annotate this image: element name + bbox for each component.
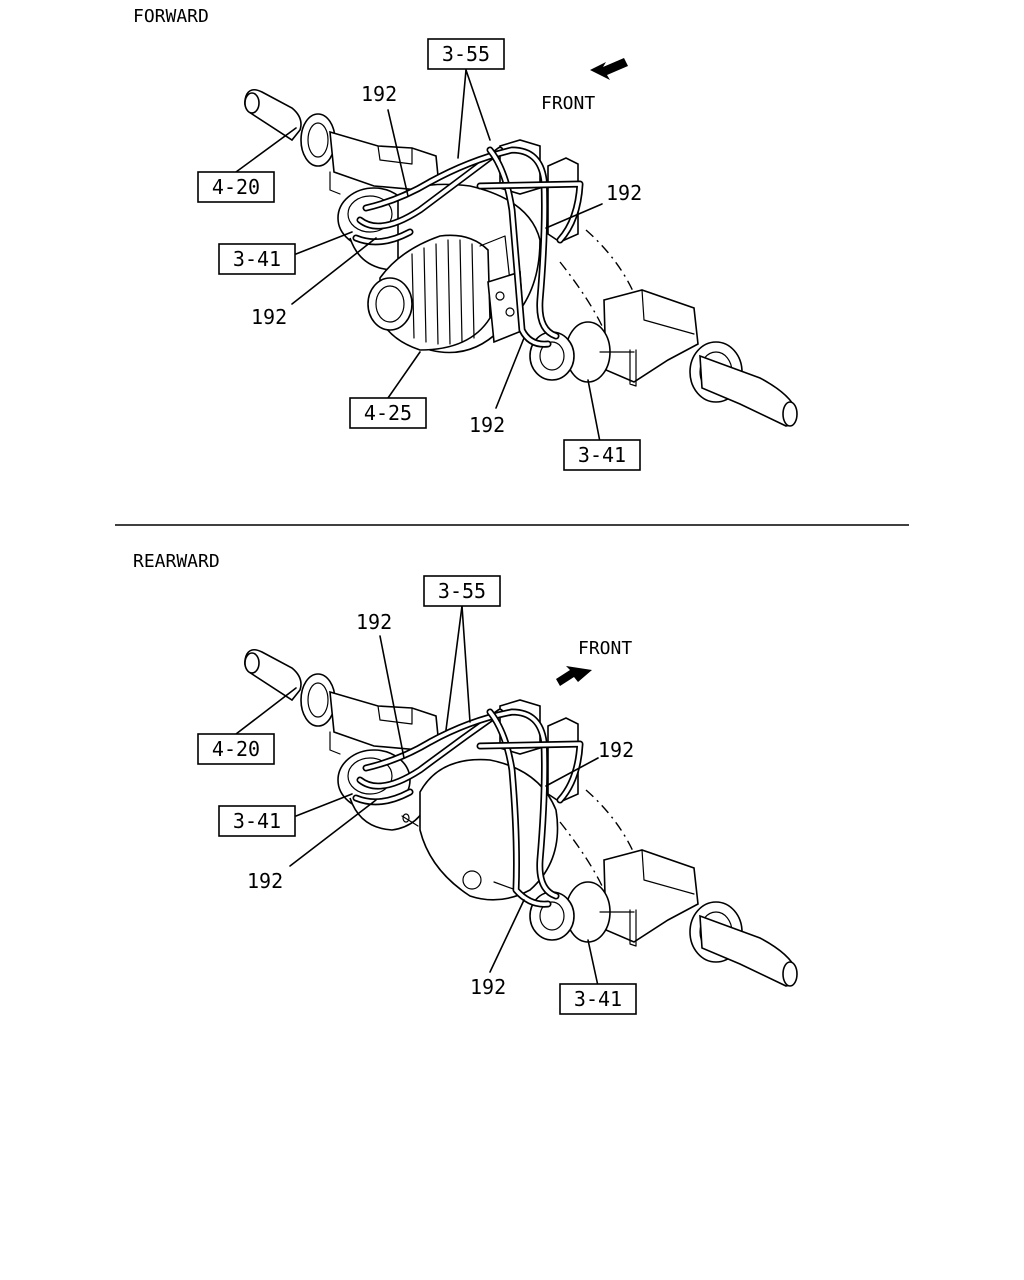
forward-callout-4-25: 4-25: [349, 397, 427, 429]
forward-part-192-top: 192: [361, 82, 397, 106]
forward-ref-4-25: 4-25: [364, 401, 412, 425]
rearward-callout-3-41-left: 3-41: [218, 805, 296, 837]
forward-ref-3-41-left: 3-41: [233, 247, 281, 271]
forward-front-label: FRONT: [541, 93, 595, 114]
rearward-ref-3-55: 3-55: [438, 579, 486, 603]
rearward-front-label: FRONT: [578, 638, 632, 659]
rearward-axle-drawing: [244, 648, 798, 987]
rearward-callout-3-55: 3-55: [423, 575, 501, 607]
rearward-part-192-bottom: 192: [470, 975, 506, 999]
rearward-ref-3-41-left: 3-41: [233, 809, 281, 833]
forward-section: FORWARD FRONT: [133, 6, 798, 471]
rearward-part-192-right: 192: [598, 738, 634, 762]
rearward-section: REARWARD FRONT: [133, 551, 798, 1015]
rearward-leader-lines: [235, 605, 599, 987]
rearward-title: REARWARD: [133, 551, 220, 572]
forward-ref-3-55: 3-55: [442, 42, 490, 66]
forward-ref-3-41-right: 3-41: [578, 443, 626, 467]
forward-part-192-bottom: 192: [469, 413, 505, 437]
forward-callout-3-55: 3-55: [427, 38, 505, 70]
front-arrow-icon: [556, 666, 592, 686]
rearward-part-192-left: 192: [247, 869, 283, 893]
forward-ref-4-20: 4-20: [212, 175, 260, 199]
forward-part-192-right: 192: [606, 181, 642, 205]
forward-leader-lines: [235, 69, 603, 443]
forward-callout-3-41-left: 3-41: [218, 243, 296, 275]
rearward-ref-3-41-right: 3-41: [574, 987, 622, 1011]
rearward-ref-4-20: 4-20: [212, 737, 260, 761]
forward-part-192-left: 192: [251, 305, 287, 329]
forward-title: FORWARD: [133, 6, 209, 27]
rearward-callout-4-20: 4-20: [197, 733, 275, 765]
forward-callout-3-41-right: 3-41: [563, 439, 641, 471]
forward-axle-drawing: [244, 88, 798, 427]
forward-callout-4-20: 4-20: [197, 171, 275, 203]
rearward-callout-3-41-right: 3-41: [559, 983, 637, 1015]
rearward-part-192-top: 192: [356, 610, 392, 634]
front-arrow-icon: [590, 58, 628, 80]
